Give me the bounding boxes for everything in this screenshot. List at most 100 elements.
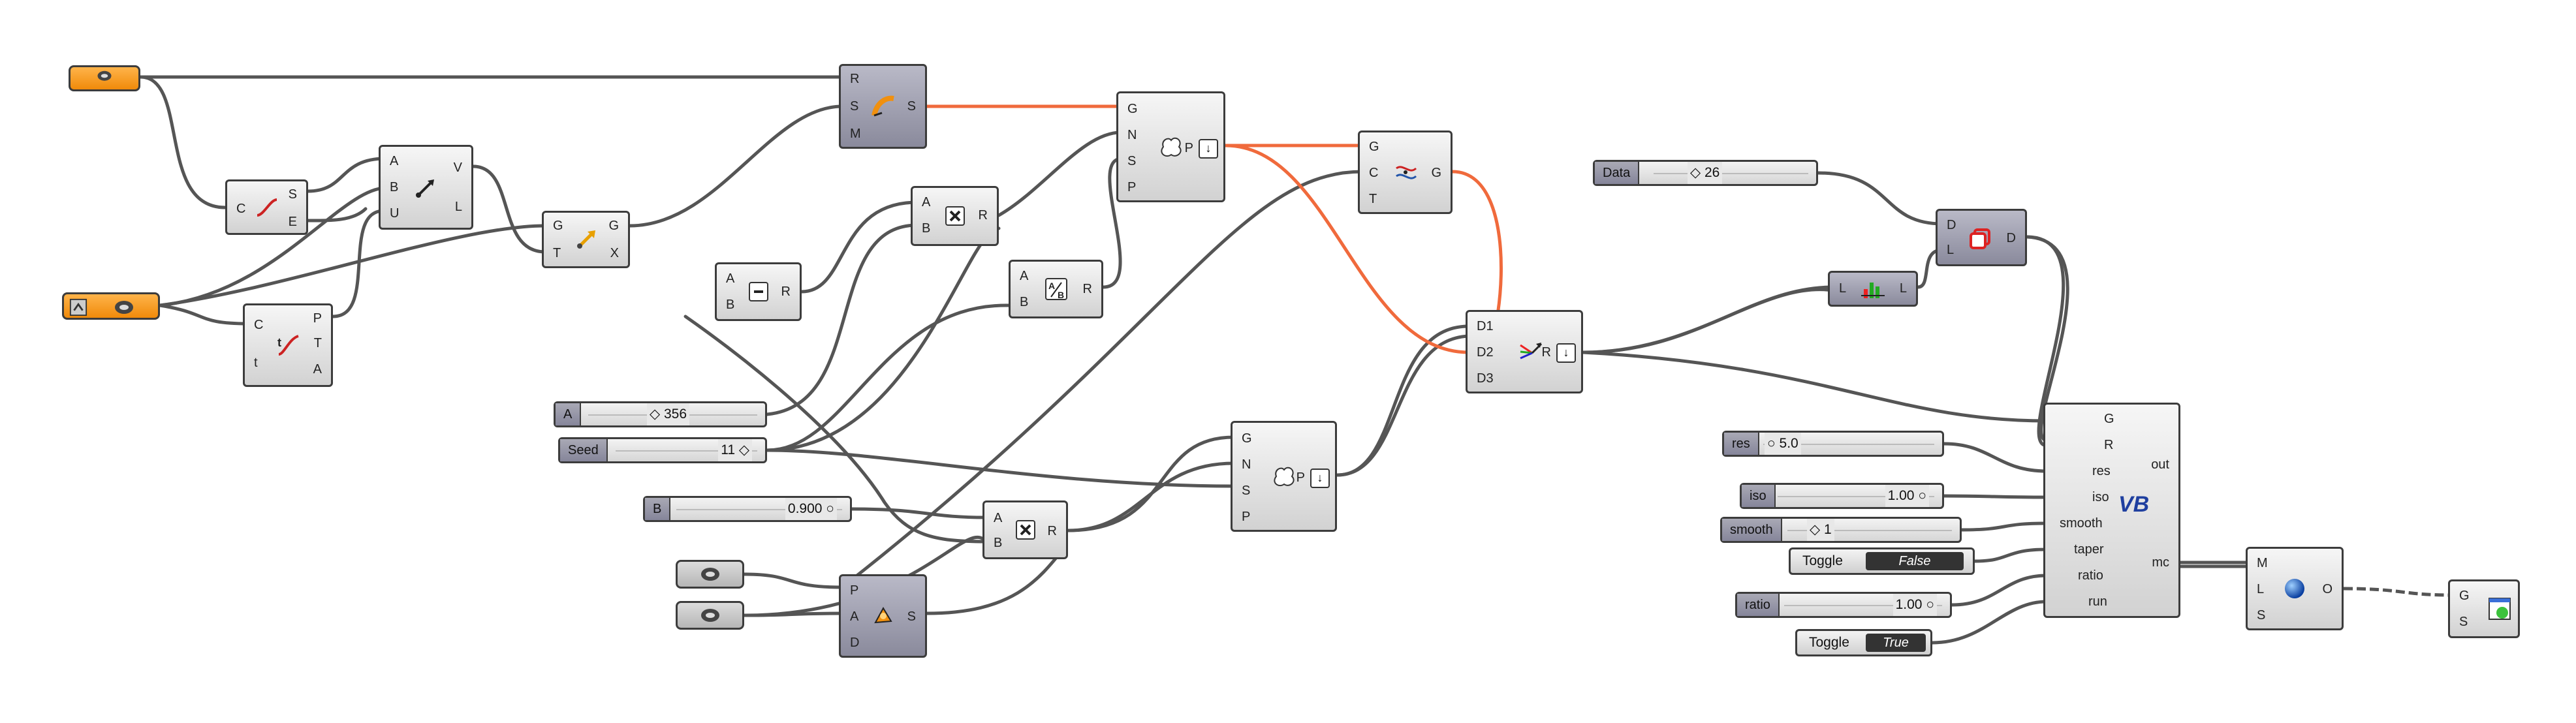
duplicate-data-component[interactable]: D L D [1936,209,2027,266]
populate-geometry-component-2[interactable]: G N S P P ↓ [1231,421,1337,532]
output-S[interactable]: S [907,99,916,114]
output-L[interactable]: L [454,200,462,214]
output-mc[interactable]: mc [2152,555,2169,570]
input-D[interactable]: D [850,636,860,650]
number-slider-B[interactable]: B 0.900 ○ [643,496,852,522]
pipe-component[interactable]: P A D S [839,574,927,658]
input-U[interactable]: U [390,206,400,221]
input-B[interactable]: B [994,536,1003,550]
input-R[interactable]: R [2104,438,2114,452]
input-A[interactable]: A [726,271,735,286]
input-R[interactable]: R [850,72,860,86]
output-R[interactable]: R [978,208,988,223]
output-P[interactable]: P [1296,470,1305,485]
number-slider-A[interactable]: A ◇ 356 [554,401,767,427]
input-ratio[interactable]: ratio [2078,568,2103,583]
vb-component[interactable]: G R res iso smooth taper ratio run out m… [2043,403,2180,618]
merge-component[interactable]: D1 D2 D3 R ↓ [1466,310,1583,393]
input-P[interactable]: P [1127,180,1137,194]
output-out[interactable]: out [2151,457,2169,472]
input-D2[interactable]: D2 [1477,345,1494,360]
boolean-toggle-run[interactable]: Toggle True [1795,629,1932,656]
curve-end-points-component[interactable]: C S E [225,179,308,235]
curve-deform-component[interactable]: G C T G [1358,131,1453,214]
input-B[interactable]: B [922,221,931,236]
input-T[interactable]: T [1369,192,1377,206]
slider-track[interactable] [1787,530,1952,531]
input-D3[interactable]: D3 [1477,371,1494,386]
number-slider-res[interactable]: res ○ 5.0 [1722,431,1944,457]
graft-icon[interactable]: ↓ [1556,343,1576,363]
slider-track[interactable] [1778,496,1934,497]
output-V[interactable]: V [453,161,462,175]
input-S[interactable]: S [2459,615,2468,629]
input-iso[interactable]: iso [2092,490,2109,504]
output-G[interactable]: G [1431,166,1441,180]
populate-geometry-component-1[interactable]: G N S P P ↓ [1116,91,1225,202]
output-A[interactable]: A [313,362,322,377]
input-S[interactable]: S [1242,484,1251,498]
output-L[interactable]: L [1899,281,1907,296]
output-G[interactable]: G [608,219,619,233]
input-D[interactable]: D [1947,218,1956,232]
evaluate-curve-component[interactable]: C t P T A t [243,303,333,387]
input-res[interactable]: res [2092,464,2111,478]
input-smooth[interactable]: smooth [2060,516,2103,531]
input-A[interactable]: A [1020,269,1029,283]
toggle-value[interactable]: True [1866,634,1926,652]
output-D[interactable]: D [2006,231,2016,245]
subtraction-component[interactable]: A B R [715,262,802,321]
geometry-param-top[interactable] [69,65,140,91]
input-C[interactable]: C [254,318,264,332]
slider-track[interactable] [1784,605,1942,606]
boolean-toggle-taper[interactable]: Toggle False [1789,547,1975,575]
graft-icon[interactable]: ↓ [1310,469,1330,488]
output-R[interactable]: R [1541,345,1551,360]
output-R[interactable]: R [1047,524,1057,538]
output-P[interactable]: P [1184,141,1193,155]
move-component[interactable]: G T G X [542,211,630,268]
slider-track[interactable] [676,509,842,510]
input-G[interactable]: G [1369,140,1379,154]
output-S[interactable]: S [288,187,297,202]
geometry-param-bottom[interactable] [62,292,160,320]
input-A[interactable]: A [922,195,931,209]
input-N[interactable]: N [1242,457,1251,472]
input-S[interactable]: S [850,99,859,114]
output-E[interactable]: E [288,215,297,229]
input-G[interactable]: G [2104,412,2114,426]
preview-component[interactable]: M L S O [2246,547,2344,630]
multiplication-component[interactable]: A B R [911,186,999,246]
input-G[interactable]: G [553,219,563,233]
geometry-param-pipe-2[interactable] [676,601,744,630]
input-A[interactable]: A [390,154,399,168]
input-B[interactable]: B [1020,295,1029,309]
slider-track[interactable] [1763,444,1934,445]
input-B[interactable]: B [390,180,399,194]
input-A[interactable]: A [994,511,1003,525]
slider-track[interactable] [1654,173,1808,174]
output-S[interactable]: S [907,609,916,624]
input-M[interactable]: M [850,127,861,141]
number-slider-Seed[interactable]: Seed 11 ◇ [558,437,767,463]
input-L[interactable]: L [2257,582,2265,596]
number-slider-smooth[interactable]: smooth ◇ 1 [1720,517,1962,543]
input-S[interactable]: S [2257,608,2266,623]
input-G[interactable]: G [1127,102,1138,116]
output-R[interactable]: R [781,285,791,299]
input-P[interactable]: P [1242,510,1251,524]
sweep-component[interactable]: R S M S [839,64,927,149]
input-T[interactable]: T [553,246,561,260]
input-B[interactable]: B [726,298,735,312]
graft-icon[interactable]: ↓ [1199,139,1218,159]
input-M[interactable]: M [2257,556,2268,570]
toggle-value[interactable]: False [1866,552,1964,570]
input-C[interactable]: C [236,202,246,216]
output-O[interactable]: O [2322,582,2333,596]
output-T[interactable]: T [313,336,322,350]
input-G[interactable]: G [1242,431,1252,446]
input-P[interactable]: P [850,583,859,598]
vector-2pt-component[interactable]: A B U V L [379,145,473,230]
input-L[interactable]: L [1839,281,1847,296]
